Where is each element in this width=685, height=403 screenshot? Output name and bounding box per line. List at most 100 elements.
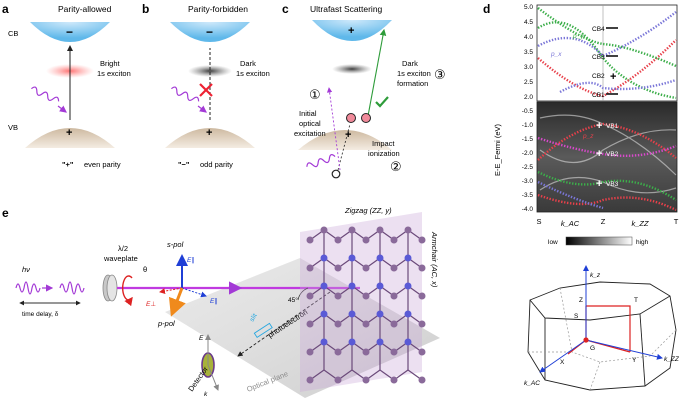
- panel-a: a Parity-allowed CB − Bright 1s exciton …: [2, 2, 131, 148]
- ytick: -3.0: [522, 178, 534, 185]
- step1-line3: excitation: [294, 129, 326, 138]
- ytick: -4.0: [522, 206, 534, 213]
- bz-point-t: T: [634, 297, 638, 304]
- vb-plus-sign: +: [345, 129, 351, 141]
- even-parity-symbol: "+": [62, 160, 74, 169]
- band-label-vb3: VB3: [606, 181, 619, 188]
- p-pol-vector: [168, 287, 186, 317]
- bz-point-g: G: [590, 345, 595, 352]
- even-parity-text: even parity: [84, 160, 121, 169]
- panel-a-letter: a: [2, 2, 9, 16]
- rotation-arrow: [121, 275, 133, 307]
- dark-exciton-line2: 1s exciton: [236, 69, 270, 78]
- photon-wave: [171, 86, 200, 102]
- dark-exciton-line1: Dark: [240, 59, 256, 68]
- cb-label: CB: [8, 29, 18, 38]
- cb-plus-sign: +: [348, 25, 354, 37]
- conduction-band-shape: [30, 22, 110, 42]
- initial-excitation-arrow: [326, 87, 341, 171]
- panel-d-letter: d: [483, 2, 490, 16]
- band-py: [537, 21, 677, 100]
- photon-arrow: [57, 105, 67, 113]
- panel-c-letter: c: [282, 2, 289, 16]
- kzz-label: k_ZZ: [664, 356, 680, 363]
- band-label-cb1: CB1: [592, 92, 605, 99]
- time-delay-label: time delay, δ: [22, 311, 59, 318]
- ytick: -0.5: [522, 108, 534, 115]
- panel-e: e Optical plane hν time delay, δ λ/2 wav…: [2, 206, 440, 398]
- band-x-ticks: S k_AC Z k_ZZ T: [536, 217, 678, 228]
- kzz-axis: [585, 339, 663, 360]
- panel-c-title: Ultrafast Scattering: [310, 4, 383, 14]
- ytick: 4.0: [524, 34, 533, 41]
- xtick-kac: k_AC: [561, 219, 580, 228]
- photon-arrow: [197, 105, 207, 113]
- bz-point-y: Y: [632, 357, 637, 364]
- ytick: -2.5: [522, 164, 534, 171]
- band-pz-deep: [537, 193, 677, 212]
- ytick: -1.5: [522, 136, 534, 143]
- step2-line1: Impact: [372, 139, 395, 148]
- ytick: 4.5: [524, 19, 533, 26]
- pump-pulse-wave: [15, 281, 41, 295]
- theta-label: θ: [143, 265, 147, 274]
- slit-rect: [253, 322, 273, 339]
- k-axis-label: k: [204, 391, 208, 398]
- zigzag-axis-label: Zigzag (ZZ, y): [344, 206, 392, 215]
- angle-label: 45°: [288, 296, 298, 304]
- kac-label: k_AC: [524, 380, 540, 387]
- band-y-ticks: 5.0 4.5 4.0 3.5 3.0 2.5 2.0 -0.5 -1.0 -1…: [522, 4, 534, 213]
- panel-b: b Parity-forbidden − Dark 1s exciton +: [142, 2, 270, 148]
- panel-c: c Ultrafast Scattering + Dark 1s exciton…: [282, 2, 446, 179]
- bz-point-z: Z: [579, 297, 583, 304]
- p-pol-label: p-pol: [157, 319, 175, 328]
- parity-legend: "+" even parity "−" odd parity: [62, 160, 233, 169]
- checkmark-icon: [375, 96, 389, 108]
- slit-label: slit: [249, 312, 259, 323]
- k-axis-arrow: [207, 364, 219, 391]
- ytick: 5.0: [524, 4, 533, 11]
- vb-plus-sign: +: [206, 127, 212, 139]
- band-label-vb2: VB2: [606, 151, 619, 158]
- cb-minus-sign: −: [66, 25, 73, 39]
- svg-text:+: +: [610, 71, 616, 83]
- step2-line2: ionization: [368, 149, 400, 158]
- e-perp-label: E⊥: [146, 301, 156, 308]
- vb-label: VB: [8, 123, 18, 132]
- bz-point-s: S: [574, 313, 579, 320]
- panel-a-title: Parity-allowed: [58, 4, 112, 14]
- band-label-cb3: CB3: [592, 54, 605, 61]
- angle-arc: [297, 287, 309, 301]
- photon-wave: [31, 86, 60, 102]
- kz-label: k_z: [590, 272, 601, 279]
- armchair-axis-label: Armchair (AC, x): [430, 231, 439, 288]
- hole-circle: [331, 169, 341, 179]
- dark-exciton-glow: [332, 64, 372, 74]
- conduction-band-shape: [312, 20, 392, 41]
- conduction-band-curves: [537, 7, 677, 100]
- valence-band-curves: [537, 122, 677, 212]
- band-label-vb1: VB1: [606, 123, 619, 130]
- ytick: -1.0: [522, 122, 534, 129]
- s-pol-label: s-pol: [167, 240, 184, 249]
- step1-line1: Initial: [299, 109, 317, 118]
- band-pz-upper: [537, 39, 677, 98]
- panel-d: d E-E_Fermi (eV) p_y p_x p_z: [483, 2, 679, 246]
- odd-parity-symbol: "−": [178, 160, 190, 169]
- step3-line3: formation: [397, 79, 428, 88]
- ytick: 3.0: [524, 64, 533, 71]
- energy-axis-label: E: [199, 335, 204, 342]
- orbital-py-label: p_y: [572, 33, 584, 40]
- svg-text:+: +: [596, 178, 602, 190]
- xtick-t: T: [674, 217, 679, 226]
- ytick: 2.0: [524, 94, 533, 101]
- black-phosphorus-crystal: [300, 212, 426, 392]
- dark-exciton-glow: [188, 65, 232, 77]
- band-label-cb4: CB4: [592, 26, 605, 33]
- xtick-z: Z: [601, 217, 606, 226]
- panel-e-letter: e: [2, 206, 9, 220]
- kac-axis: [539, 339, 587, 373]
- gamma-point: [583, 337, 589, 343]
- band-px-2: [559, 78, 677, 94]
- arpes-spectrum-frame: [536, 101, 678, 213]
